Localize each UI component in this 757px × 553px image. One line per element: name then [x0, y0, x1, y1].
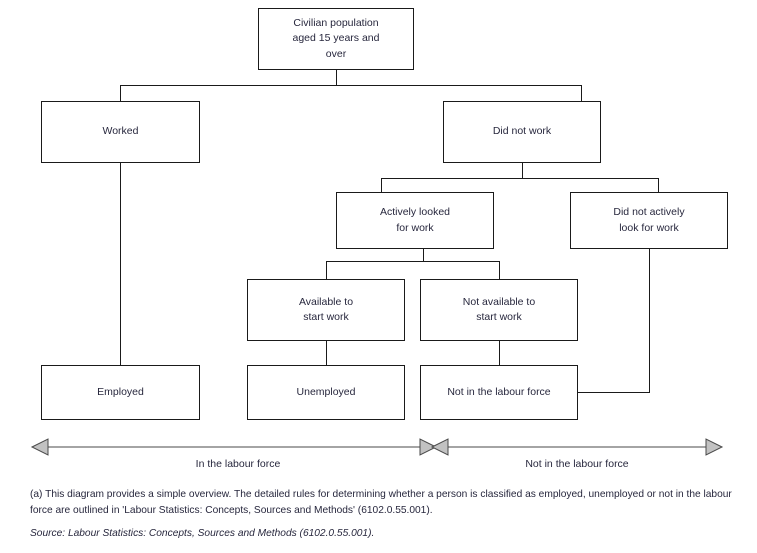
node-available-line1: Available to — [298, 295, 354, 308]
range-arrow-in-labour-force — [30, 438, 438, 456]
node-available-to-start-work: Available to start work — [247, 279, 405, 341]
node-did-not-work-label: Did not work — [492, 125, 552, 138]
node-actively-looked-line2: for work — [396, 221, 434, 234]
node-did-not-actively-look-line2: look for work — [619, 221, 679, 234]
footnote-line2: not in the labour force are outlined in … — [30, 489, 732, 516]
footnote-line1: (a) This diagram provides a simple overv… — [30, 489, 656, 500]
node-not-available-line2: start work — [476, 311, 522, 323]
edge-split-bar-level1 — [120, 85, 582, 86]
node-not-in-the-labour-force: Not in the labour force — [420, 365, 578, 420]
range-label-in-labour-force: In the labour force — [195, 458, 281, 470]
node-available-line2: start work — [303, 311, 349, 323]
edge-did-not-actively-look-down — [649, 249, 650, 392]
node-unemployed: Unemployed — [247, 365, 405, 420]
footnote-note: (a) This diagram provides a simple overv… — [30, 487, 742, 519]
node-did-not-work: Did not work — [443, 101, 601, 163]
range-label-not-in-labour-force: Not in the labour force — [525, 458, 629, 470]
node-employed: Employed — [41, 365, 200, 420]
node-employed-label: Employed — [97, 385, 144, 398]
node-worked-label: Worked — [102, 125, 139, 138]
node-did-not-actively-look-for-work: Did not actively look for work — [570, 192, 728, 249]
edge-civilian-to-split — [336, 70, 337, 86]
node-actively-looked-line1: Actively looked — [379, 206, 451, 219]
node-civilian-population: Civilian population aged 15 years and ov… — [258, 8, 414, 70]
node-unemployed-label: Unemployed — [296, 385, 356, 398]
edge-actively-looked-down — [423, 249, 424, 262]
edge-split-to-not-available — [499, 261, 500, 279]
source-line: Source: Labour Statistics: Concepts, Sou… — [30, 528, 742, 539]
edge-not-available-to-nilf — [499, 341, 500, 365]
edge-split-to-worked — [120, 85, 121, 101]
node-not-available-to-start-work: Not available to start work — [420, 279, 578, 341]
edge-did-not-actively-look-elbow — [577, 392, 650, 393]
node-not-available-line1: Not available to — [462, 295, 536, 308]
edge-worked-to-employed — [120, 163, 121, 365]
node-worked: Worked — [41, 101, 200, 163]
range-arrow-not-in-labour-force — [430, 438, 724, 456]
source-text: Source: Labour Statistics: Concepts, Sou… — [30, 528, 375, 539]
edge-split-to-did-not-work — [581, 85, 582, 101]
node-not-in-the-labour-force-label: Not in the labour force — [447, 385, 551, 398]
edge-split-to-available — [326, 261, 327, 279]
edge-available-to-unemployed — [326, 341, 327, 365]
edge-did-not-work-down — [522, 163, 523, 179]
node-did-not-actively-look-line1: Did not actively — [613, 206, 685, 219]
node-actively-looked-for-work: Actively looked for work — [336, 192, 494, 249]
node-civilian-population-line3: over — [325, 47, 347, 60]
edge-split-to-did-not-actively-look — [658, 178, 659, 192]
edge-split-bar-level3 — [326, 261, 500, 262]
node-civilian-population-line2: aged 15 years and — [292, 32, 380, 45]
node-civilian-population-line1: Civilian population — [293, 17, 379, 30]
edge-split-to-actively-looked — [381, 178, 382, 192]
edge-split-bar-level2 — [381, 178, 659, 179]
